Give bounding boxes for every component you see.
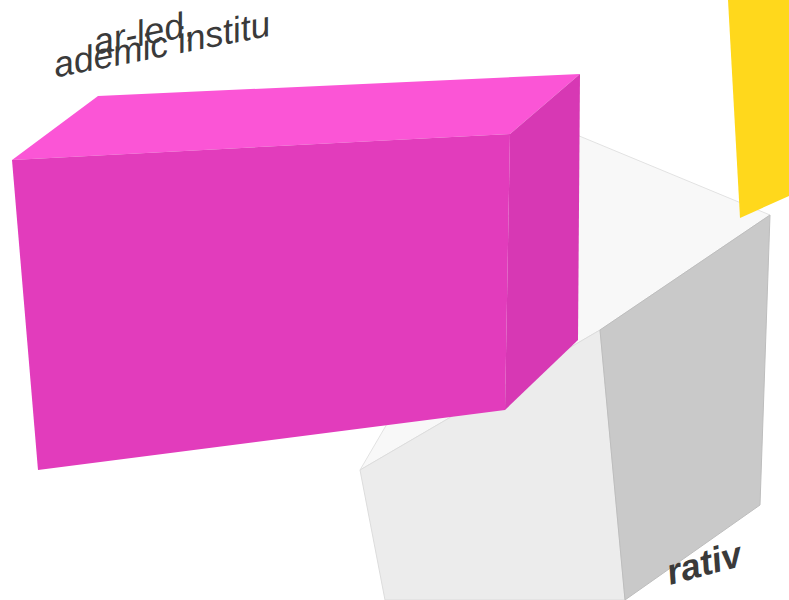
pink-cuboid [12, 74, 580, 470]
yellow-block [728, 0, 789, 218]
cube-side-face [600, 215, 770, 600]
fragment-label: rativ [662, 534, 746, 592]
cuboid-side-face [505, 74, 580, 410]
cuboid-front-face [12, 134, 510, 470]
